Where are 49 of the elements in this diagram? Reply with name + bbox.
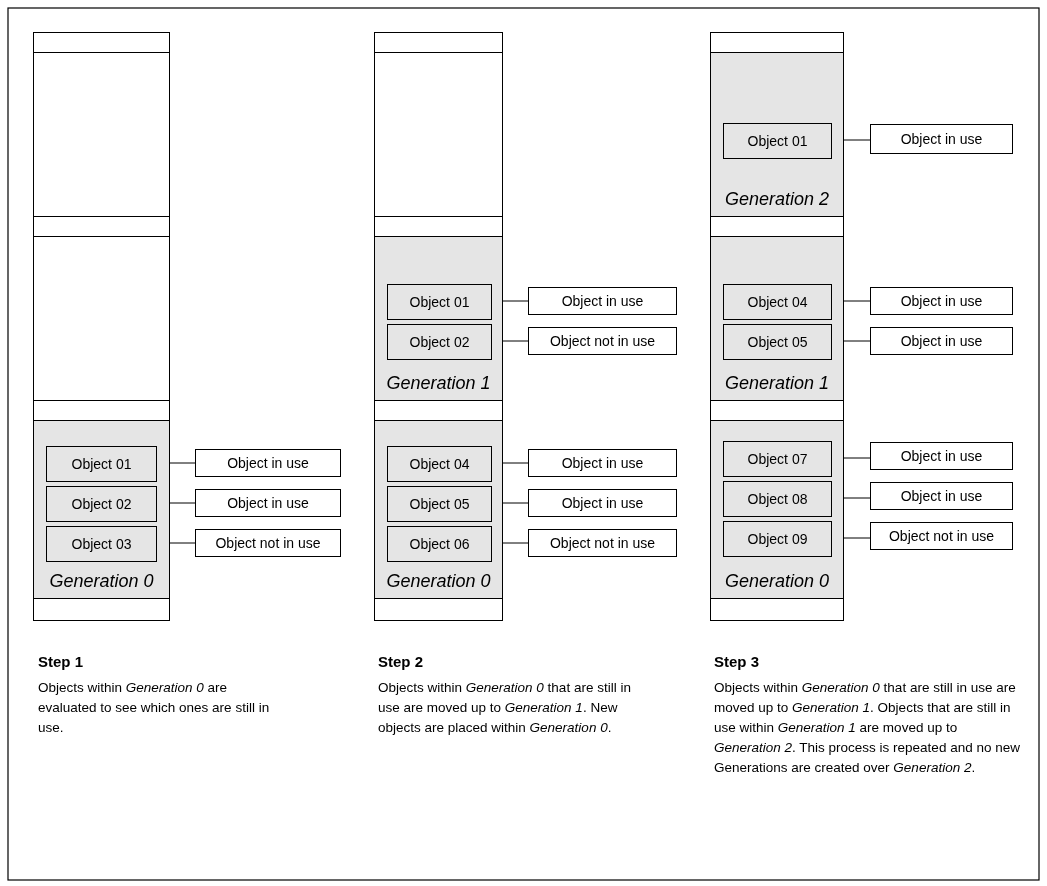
generation-label: Generation 0 [723, 571, 831, 592]
step-description: Objects within Generation 0 that are still in use are moved up to Generation 1. New objects are placed within Generation 0. [378, 679, 632, 737]
status-box: Object not in use [528, 327, 677, 355]
status-box: Object in use [528, 489, 677, 517]
object-box: Object 09 [723, 521, 832, 557]
generation-label: Generation 0 [48, 571, 155, 592]
object-box: Object 05 [387, 486, 492, 522]
step-heading: Step 2 [378, 652, 424, 672]
memory-section [374, 52, 503, 217]
object-box: Object 05 [723, 324, 832, 360]
status-box: Object not in use [195, 529, 341, 557]
generation-panel [710, 52, 844, 217]
generation-panel [374, 420, 503, 599]
status-box: Object in use [528, 449, 677, 477]
status-box: Object in use [528, 287, 677, 315]
object-box: Object 01 [387, 284, 492, 320]
memory-section [33, 52, 170, 217]
object-box: Object 07 [723, 441, 832, 477]
status-box: Object in use [870, 287, 1013, 315]
object-box: Object 03 [46, 526, 157, 562]
object-box: Object 04 [387, 446, 492, 482]
object-box: Object 02 [46, 486, 157, 522]
step-heading: Step 1 [38, 652, 84, 672]
generation-label: Generation 2 [723, 189, 831, 210]
step-description: Objects within Generation 0 are evaluated to see which ones are still in use. [38, 679, 271, 737]
status-box: Object in use [870, 442, 1013, 470]
object-box: Object 04 [723, 284, 832, 320]
status-box: Object in use [195, 489, 341, 517]
generation-label: Generation 0 [385, 571, 492, 592]
status-box: Object not in use [870, 522, 1013, 550]
memory-section [33, 236, 170, 401]
generation-label: Generation 1 [385, 373, 492, 394]
status-box: Object in use [195, 449, 341, 477]
generation-panel [33, 420, 170, 599]
generation-panel [374, 236, 503, 401]
status-box: Object in use [870, 124, 1013, 154]
status-box: Object in use [870, 482, 1013, 510]
status-box: Object in use [870, 327, 1013, 355]
step-heading: Step 3 [714, 652, 760, 672]
object-box: Object 06 [387, 526, 492, 562]
object-box: Object 08 [723, 481, 832, 517]
object-box: Object 02 [387, 324, 492, 360]
object-box: Object 01 [46, 446, 157, 482]
generation-panel [710, 420, 844, 599]
generation-panel [710, 236, 844, 401]
object-box: Object 01 [723, 123, 832, 159]
step-description: Objects within Generation 0 that are still in use are moved up to Generation 1. Objects that are still in use within Generation 1 are moved up to Generation 2. This process is repeated and no new Generations are created over Generation 2. [714, 679, 1021, 777]
status-box: Object not in use [528, 529, 677, 557]
generation-label: Generation 1 [723, 373, 831, 394]
